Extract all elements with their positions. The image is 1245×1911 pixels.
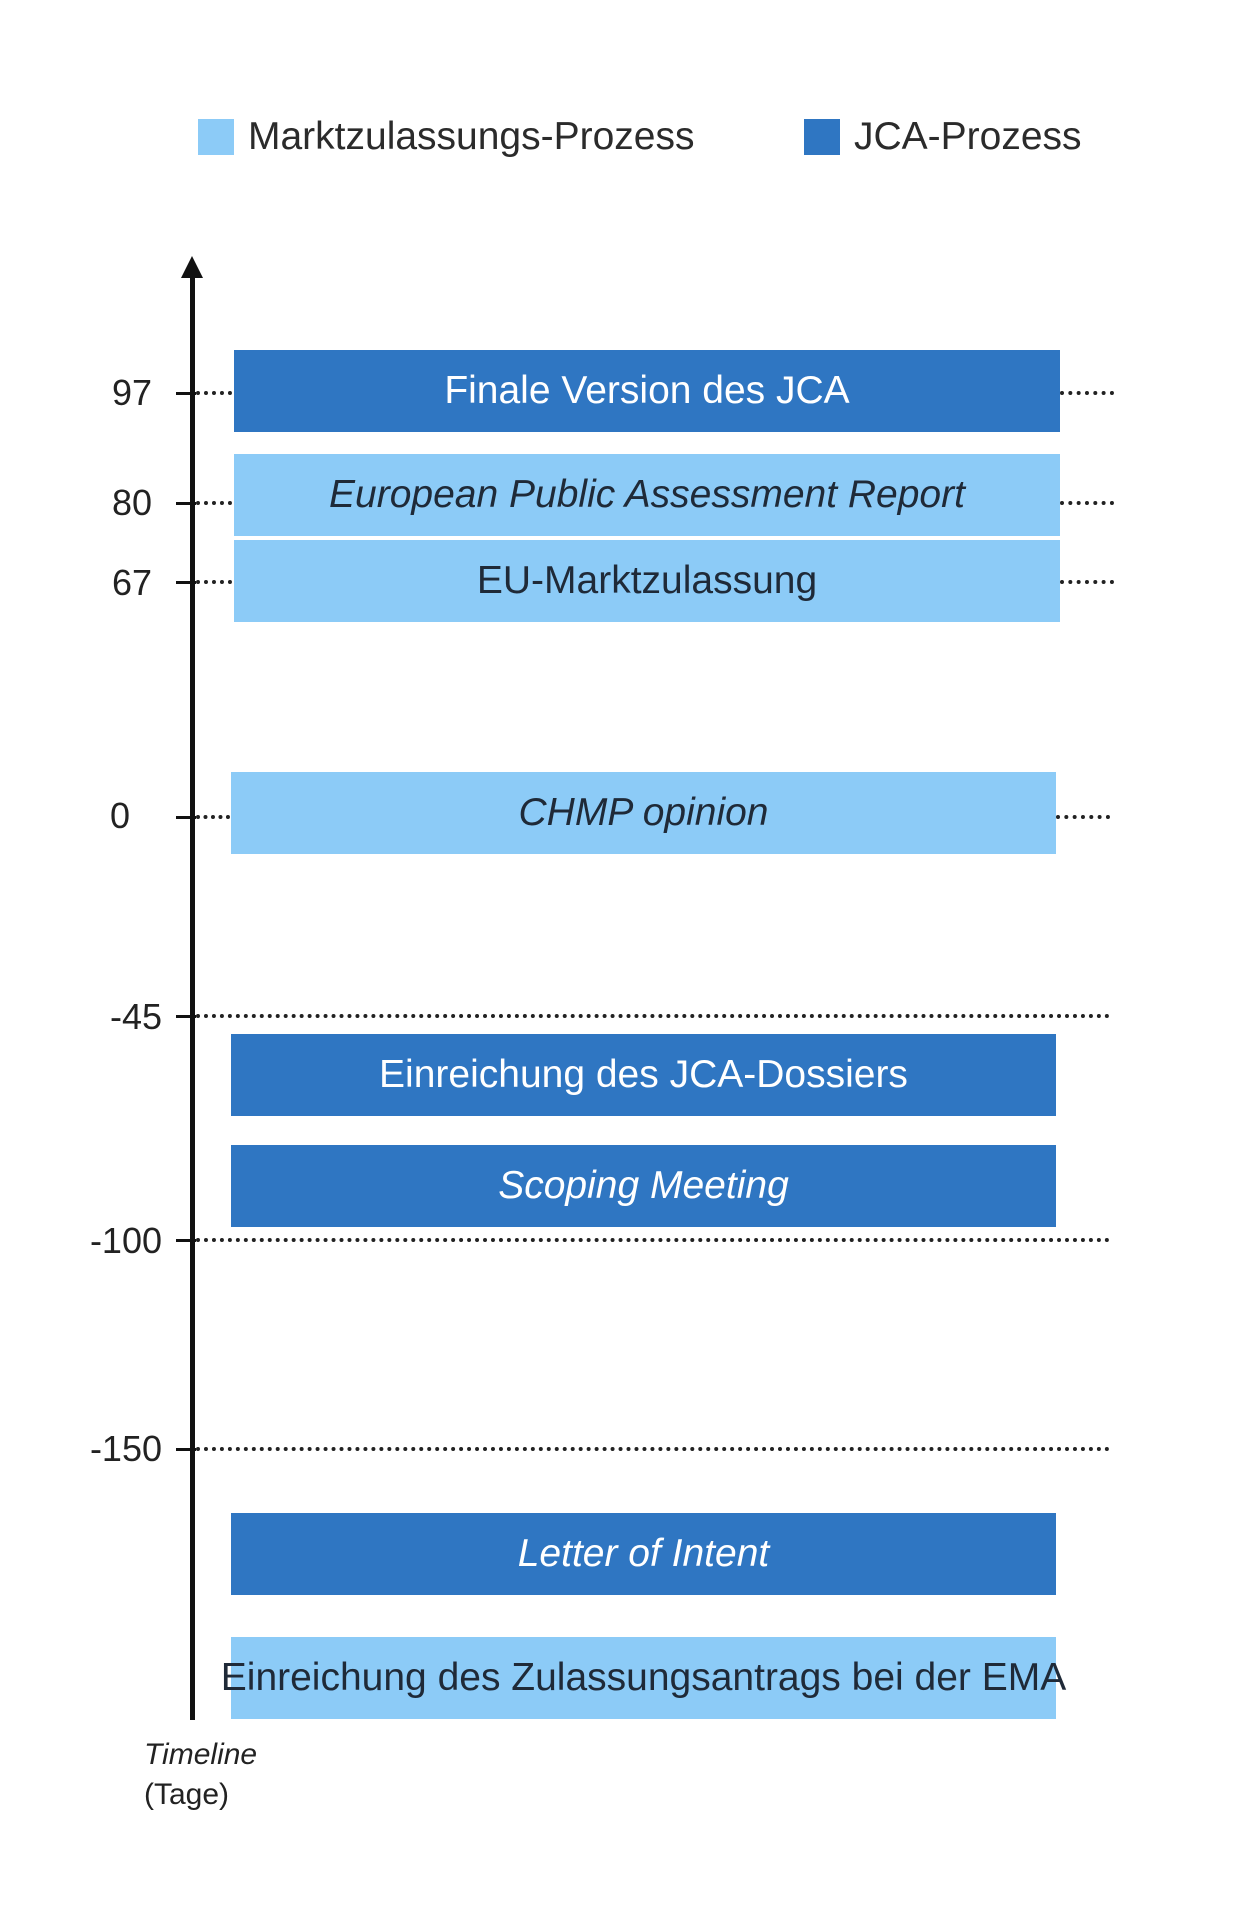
tick-label: 67 bbox=[111, 562, 152, 603]
bar-label: Einreichung des JCA-Dossiers bbox=[379, 1053, 908, 1096]
tick-label: 80 bbox=[111, 482, 152, 523]
legend-swatch-light bbox=[198, 119, 234, 155]
tick-mark bbox=[176, 392, 196, 395]
gridline-dotted bbox=[196, 815, 230, 819]
gridline-dotted bbox=[196, 501, 232, 505]
tick-mark bbox=[176, 1239, 196, 1242]
tick-mark bbox=[176, 816, 196, 819]
tick-mark bbox=[176, 502, 196, 505]
bar-label: CHMP opinion bbox=[518, 791, 769, 834]
bar-chmp-opinion: CHMP opinion bbox=[231, 772, 1056, 854]
bar-einreichung-zulassungsantrag: Einreichung des Zulassungsantrags bei de… bbox=[221, 1637, 1066, 1719]
gridline-dotted bbox=[196, 1014, 1110, 1018]
gridline-dotted bbox=[196, 1238, 1110, 1242]
axis-arrow-icon bbox=[181, 256, 203, 278]
axis-caption-title: Timeline bbox=[144, 1738, 258, 1771]
legend-label: JCA-Prozess bbox=[854, 115, 1082, 158]
legend-label: Marktzulassungs-Prozess bbox=[248, 115, 695, 158]
bar-finale-version-jca: Finale Version des JCA bbox=[234, 350, 1060, 432]
bar-label: Scoping Meeting bbox=[498, 1164, 789, 1207]
tick-label: 0 bbox=[109, 795, 130, 836]
gridline-dotted bbox=[1060, 580, 1114, 584]
gridline-dotted bbox=[196, 1447, 1110, 1451]
axis-caption: Timeline (Tage) bbox=[144, 1735, 257, 1815]
gridline-dotted bbox=[1056, 815, 1110, 819]
gridline-dotted bbox=[1060, 391, 1114, 395]
legend-item-jca: JCA-Prozess bbox=[804, 115, 1082, 159]
bar-scoping-meeting: Scoping Meeting bbox=[231, 1145, 1056, 1227]
tick-label: -150 bbox=[89, 1428, 162, 1469]
bar-label: EU-Marktzulassung bbox=[476, 559, 818, 602]
bar-eu-marktzulassung: EU-Marktzulassung bbox=[234, 540, 1060, 622]
bar-einreichung-jca-dossier: Einreichung des JCA-Dossiers bbox=[231, 1034, 1056, 1116]
tick-label: -100 bbox=[89, 1220, 162, 1261]
gridline-dotted bbox=[196, 580, 232, 584]
gridline-dotted bbox=[196, 391, 232, 395]
tick-mark bbox=[176, 581, 196, 584]
bar-label: Finale Version des JCA bbox=[444, 369, 850, 412]
bar-label: European Public Assessment Report bbox=[329, 473, 965, 516]
tick-mark bbox=[176, 1015, 196, 1018]
bar-label: Einreichung des Zulassungsantrags bei de… bbox=[220, 1656, 1067, 1699]
bar-epar: European Public Assessment Report bbox=[234, 454, 1060, 536]
timeline-axis bbox=[190, 270, 195, 1720]
legend-swatch-dark bbox=[804, 119, 840, 155]
tick-mark bbox=[176, 1448, 196, 1451]
legend-item-marktzulassung: Marktzulassungs-Prozess bbox=[198, 115, 694, 159]
tick-label: 97 bbox=[111, 372, 152, 413]
gridline-dotted bbox=[1060, 501, 1114, 505]
tick-label: -45 bbox=[109, 996, 162, 1037]
axis-caption-unit: (Tage) bbox=[144, 1778, 230, 1811]
bar-letter-of-intent: Letter of Intent bbox=[231, 1513, 1056, 1595]
bar-label: Letter of Intent bbox=[517, 1532, 770, 1575]
